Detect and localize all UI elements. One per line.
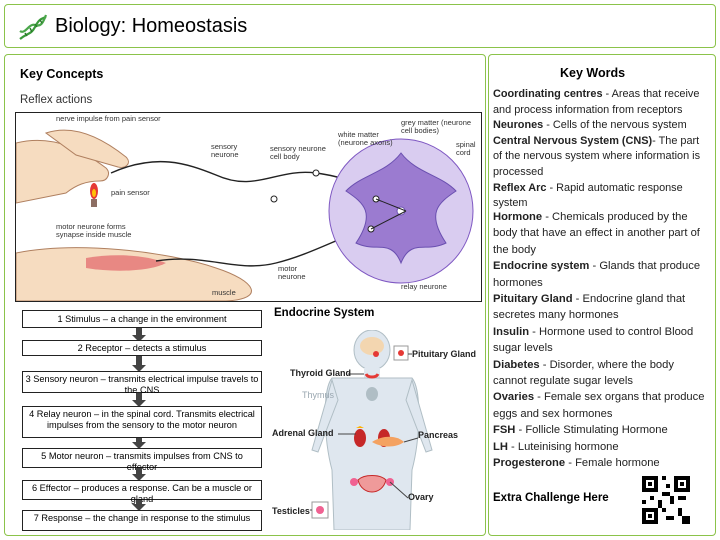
key-word-def: - Glands that produce hormones bbox=[493, 260, 701, 289]
qr-code-icon[interactable] bbox=[642, 476, 690, 524]
key-word-term: LH bbox=[493, 440, 508, 453]
key-word-item: Central Nervous System (CNS)- The part o… bbox=[493, 134, 707, 181]
label-nerve-impulse: nerve impulse from pain sensor bbox=[56, 114, 161, 123]
key-word-def: - Follicle Stimulating Hormone bbox=[515, 424, 668, 437]
page-title: Biology: Homeostasis bbox=[55, 15, 248, 37]
flow-step-4: 4 Relay neuron – in the spinal cord. Tra… bbox=[22, 406, 262, 438]
label-pancreas: Pancreas bbox=[418, 430, 459, 440]
flow-arrow-2 bbox=[136, 356, 142, 366]
key-word-item: Endocrine system - Glands that produce h… bbox=[493, 258, 707, 291]
key-word-term: Ovaries bbox=[493, 391, 535, 404]
label-adrenal: Adrenal Gland bbox=[272, 428, 334, 438]
key-word-term: Hormone bbox=[493, 211, 543, 223]
label-pituitary: Pituitary Gland bbox=[412, 349, 477, 359]
flow-arrow-5 bbox=[136, 468, 142, 476]
flow-step-2: 2 Receptor – detects a stimulus bbox=[22, 340, 262, 356]
key-words-list-2: Hormone - Chemicals produced by the body… bbox=[493, 209, 707, 472]
flow-step-6: 6 Effector – produces a response. Can be… bbox=[22, 480, 262, 504]
dna-icon bbox=[19, 14, 48, 40]
endocrine-drawing bbox=[272, 330, 480, 530]
key-word-item: Progesterone - Female hormone bbox=[493, 455, 707, 471]
key-word-term: Insulin bbox=[493, 325, 530, 338]
label-thymus: Thymus bbox=[302, 390, 335, 400]
flow-step-1: 1 Stimulus – a change in the environment bbox=[22, 310, 262, 328]
endocrine-diagram: Pituitary Gland Thyroid Gland Thymus Adr… bbox=[272, 330, 480, 530]
key-word-item: Reflex Arc - Rapid automatic response sy… bbox=[493, 181, 707, 212]
key-word-term: FSH bbox=[493, 424, 516, 437]
key-word-term: Pituitary Gland bbox=[493, 293, 573, 306]
flow-arrow-3 bbox=[136, 393, 142, 401]
reflex-title: Reflex actions bbox=[20, 94, 93, 106]
flow-arrow-4 bbox=[136, 438, 142, 444]
key-word-def: - Cells of the nervous system bbox=[543, 119, 687, 132]
key-word-item: Diabetes - Disorder, where the body cann… bbox=[493, 357, 707, 390]
key-word-def: - Disorder, where the body cannot regula… bbox=[493, 358, 674, 388]
key-word-item: Insulin - Hormone used to control Blood … bbox=[493, 324, 707, 357]
key-word-def: - Endocrine gland that secretes many hor… bbox=[493, 293, 686, 322]
reflex-arc-diagram: nerve impulse from pain sensor pain sens… bbox=[15, 112, 482, 302]
label-relay-neurone: relay neurone bbox=[401, 282, 447, 291]
key-word-def: - Areas that receive and process informa… bbox=[493, 88, 700, 116]
label-white-matter: white matter (neurone axons) bbox=[338, 130, 393, 147]
key-concepts-title: Key Concepts bbox=[20, 67, 104, 81]
flow-step-7: 7 Response – the change in response to t… bbox=[22, 510, 262, 531]
label-motor-neurone-forms: motor neurone forms synapse inside muscl… bbox=[56, 222, 132, 239]
flow-arrow-1 bbox=[136, 328, 142, 336]
flow-step-5: 5 Motor neuron – transmits impulses from… bbox=[22, 448, 262, 472]
flow-step-3: 3 Sensory neuron – transmits electrical … bbox=[22, 371, 262, 395]
key-word-item: Ovaries - Female sex organs that produce… bbox=[493, 389, 707, 422]
label-spinal-cord: spinal cord bbox=[456, 140, 476, 157]
key-word-term: Reflex Arc bbox=[493, 181, 547, 194]
extra-challenge-text: Extra Challenge Here bbox=[493, 492, 609, 504]
key-word-def: - Rapid automatic response system bbox=[493, 181, 683, 210]
key-word-def: - Chemicals produced by the body that ha… bbox=[493, 211, 700, 256]
flow-arrow-6 bbox=[136, 500, 142, 506]
key-words-panel bbox=[488, 54, 716, 536]
key-word-item: FSH - Follicle Stimulating Hormone bbox=[493, 422, 707, 438]
label-thyroid: Thyroid Gland bbox=[290, 368, 352, 378]
label-sensory-neurone: sensory neurone bbox=[211, 142, 239, 159]
label-pain-sensor: pain sensor bbox=[111, 188, 150, 197]
key-word-item: Coordinating centres - Areas that receiv… bbox=[493, 87, 707, 118]
key-word-def: - Female hormone bbox=[565, 457, 660, 470]
key-word-term: Central Nervous System (CNS) bbox=[493, 134, 653, 147]
key-word-def: - Hormone used to control Blood sugar le… bbox=[493, 325, 694, 355]
key-word-item: Pituitary Gland - Endocrine gland that s… bbox=[493, 291, 707, 324]
label-grey-matter: grey matter (neurone cell bodies) bbox=[401, 118, 472, 135]
key-words-list-1: Coordinating centres - Areas that receiv… bbox=[493, 87, 707, 212]
key-word-item: LH - Luteinising hormone bbox=[493, 439, 707, 455]
key-word-term: Coordinating centres bbox=[493, 88, 603, 100]
key-word-term: Progesterone bbox=[493, 457, 566, 470]
header-bar: Biology: Homeostasis bbox=[4, 4, 716, 48]
label-ovary: Ovary bbox=[408, 492, 434, 502]
key-word-item: Hormone - Chemicals produced by the body… bbox=[493, 209, 707, 258]
key-word-term: Endocrine system bbox=[493, 260, 590, 273]
reflex-arc-drawing bbox=[16, 129, 474, 301]
key-words-title: Key Words bbox=[560, 66, 626, 80]
key-word-term: Neurones bbox=[493, 119, 544, 132]
key-word-def: - Female sex organs that produce eggs an… bbox=[493, 391, 705, 420]
reflex-flowchart: 1 Stimulus – a change in the environment… bbox=[22, 310, 262, 532]
key-word-term: Diabetes bbox=[493, 358, 540, 371]
label-sensory-cell-body: sensory neurone cell body bbox=[270, 144, 326, 161]
endocrine-title: Endocrine System bbox=[274, 307, 375, 319]
label-muscle: muscle bbox=[212, 288, 236, 297]
key-word-item: Neurones - Cells of the nervous system bbox=[493, 118, 707, 134]
key-word-def: - The part of the nervous system where i… bbox=[493, 134, 701, 178]
key-word-def: - Luteinising hormone bbox=[507, 440, 619, 453]
label-motor-neurone: motor neurone bbox=[278, 264, 306, 281]
label-testicles: Testicles bbox=[272, 506, 310, 516]
